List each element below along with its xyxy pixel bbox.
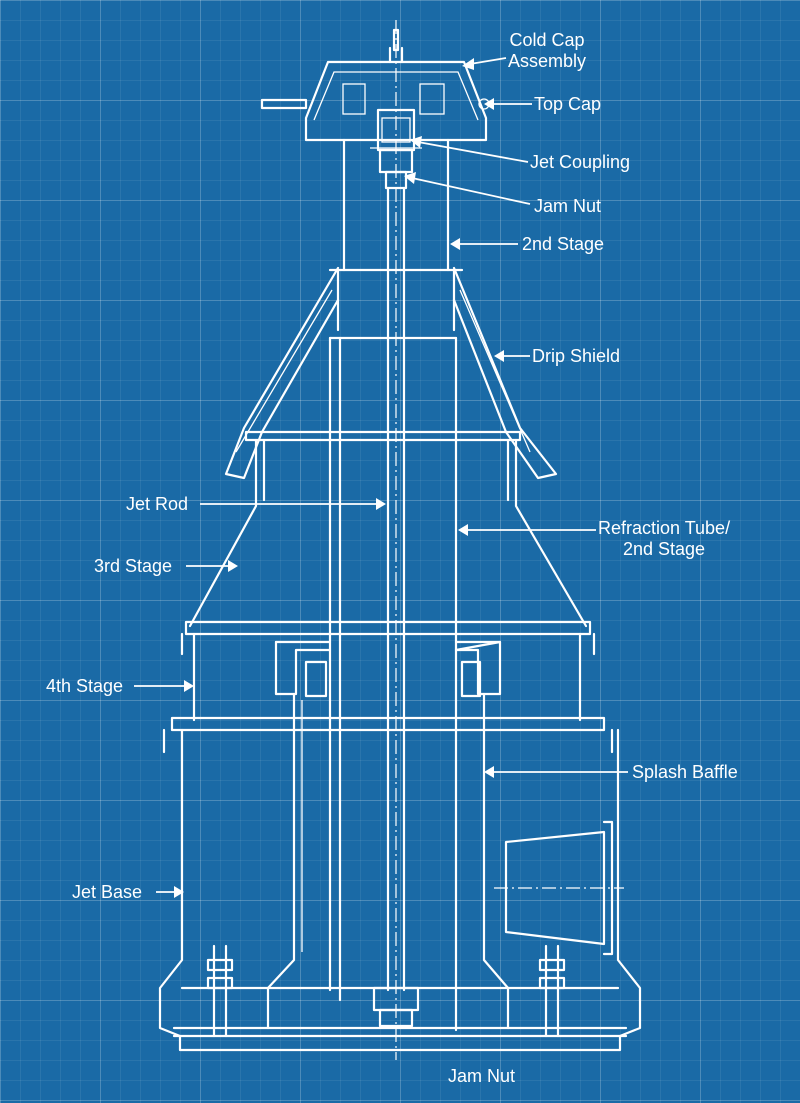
splash-baffle [266,692,510,990]
label-drip-shield: Drip Shield [532,346,621,366]
label-fourth-stage: 4th Stage [46,676,124,696]
label-cold-cap-assembly: Cold Cap Assembly [508,30,587,71]
label-jet-coupling: Jet Coupling [530,152,631,172]
label-splash-baffle: Splash Baffle [632,762,738,782]
label-second-stage: 2nd Stage [522,234,605,254]
refraction-tube [328,336,458,1032]
label-jam-nut-bottom: Jam Nut [448,1066,516,1086]
leader-lines [134,57,628,898]
label-third-stage: 3rd Stage [94,556,173,576]
jet-rod [386,20,406,1060]
cold-cap-assembly [260,28,490,142]
label-jet-base: Jet Base [72,882,143,902]
label-jet-rod: Jet Rod [126,494,189,514]
fourth-stage [162,632,614,754]
jet-base [158,728,642,1052]
third-stage [180,430,596,656]
label-top-cap: Top Cap [534,94,602,114]
drip-shield [224,266,558,480]
label-refraction-tube: Refraction Tube/ 2nd Stage [598,518,731,559]
label-jam-nut-top: Jam Nut [534,196,602,216]
